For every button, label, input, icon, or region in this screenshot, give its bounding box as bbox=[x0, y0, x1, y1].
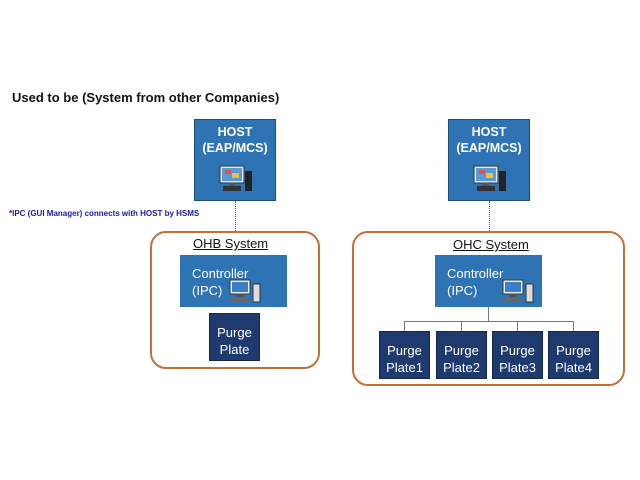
purge-label: Purge bbox=[556, 343, 591, 358]
ohc-system-box bbox=[352, 231, 625, 386]
purge-label: Purge bbox=[387, 343, 422, 358]
right-controller-label: Controller bbox=[447, 266, 504, 281]
tree-bar-line bbox=[404, 321, 574, 322]
purge-plate-3: Purge Plate3 bbox=[492, 331, 543, 379]
tree-branch-line bbox=[404, 321, 405, 331]
right-host-box: HOST (EAP/MCS) bbox=[448, 119, 530, 201]
purge-label: Purge bbox=[217, 325, 252, 340]
right-host-sublabel: (EAP/MCS) bbox=[456, 141, 522, 155]
purge-sublabel: Plate bbox=[219, 342, 250, 357]
ohb-system-label: OHB System bbox=[193, 236, 269, 251]
purge-sublabel: Plate3 bbox=[499, 360, 536, 375]
left-host-connector bbox=[235, 201, 236, 231]
purge-sublabel: Plate1 bbox=[386, 360, 423, 375]
purge-label: Purge bbox=[500, 343, 535, 358]
page-title: Used to be (System from other Companies) bbox=[12, 90, 280, 105]
tree-branch-line bbox=[517, 321, 518, 331]
left-controller-sublabel: (IPC) bbox=[192, 283, 223, 298]
purge-sublabel: Plate4 bbox=[555, 360, 592, 375]
purge-plate-1: Purge Plate1 bbox=[379, 331, 430, 379]
purge-plate-2: Purge Plate2 bbox=[436, 331, 487, 379]
computer-icon bbox=[229, 279, 261, 303]
right-host-connector bbox=[489, 201, 490, 231]
tree-branch-line bbox=[573, 321, 574, 331]
computer-icon bbox=[219, 165, 252, 191]
hsms-note: *IPC (GUI Manager) connects with HOST by… bbox=[9, 209, 200, 218]
right-controller-sublabel: (IPC) bbox=[447, 283, 478, 298]
right-host-label: HOST bbox=[471, 125, 507, 139]
left-controller-label: Controller bbox=[192, 266, 249, 281]
ohb-system-box bbox=[150, 231, 320, 369]
tree-branch-line bbox=[461, 321, 462, 331]
computer-icon bbox=[473, 165, 506, 191]
tree-trunk-line bbox=[488, 307, 489, 321]
purge-label: Purge bbox=[444, 343, 479, 358]
right-controller-box: Controller (IPC) bbox=[435, 255, 542, 307]
left-host-box: HOST (EAP/MCS) bbox=[194, 119, 276, 201]
left-host-label: HOST bbox=[217, 125, 253, 139]
purge-sublabel: Plate2 bbox=[443, 360, 480, 375]
left-purge-plate: Purge Plate bbox=[209, 313, 260, 361]
computer-icon bbox=[502, 279, 534, 303]
ohc-system-label: OHC System bbox=[453, 237, 529, 252]
left-host-sublabel: (EAP/MCS) bbox=[202, 141, 268, 155]
purge-plate-4: Purge Plate4 bbox=[548, 331, 599, 379]
left-controller-box: Controller (IPC) bbox=[180, 255, 287, 307]
